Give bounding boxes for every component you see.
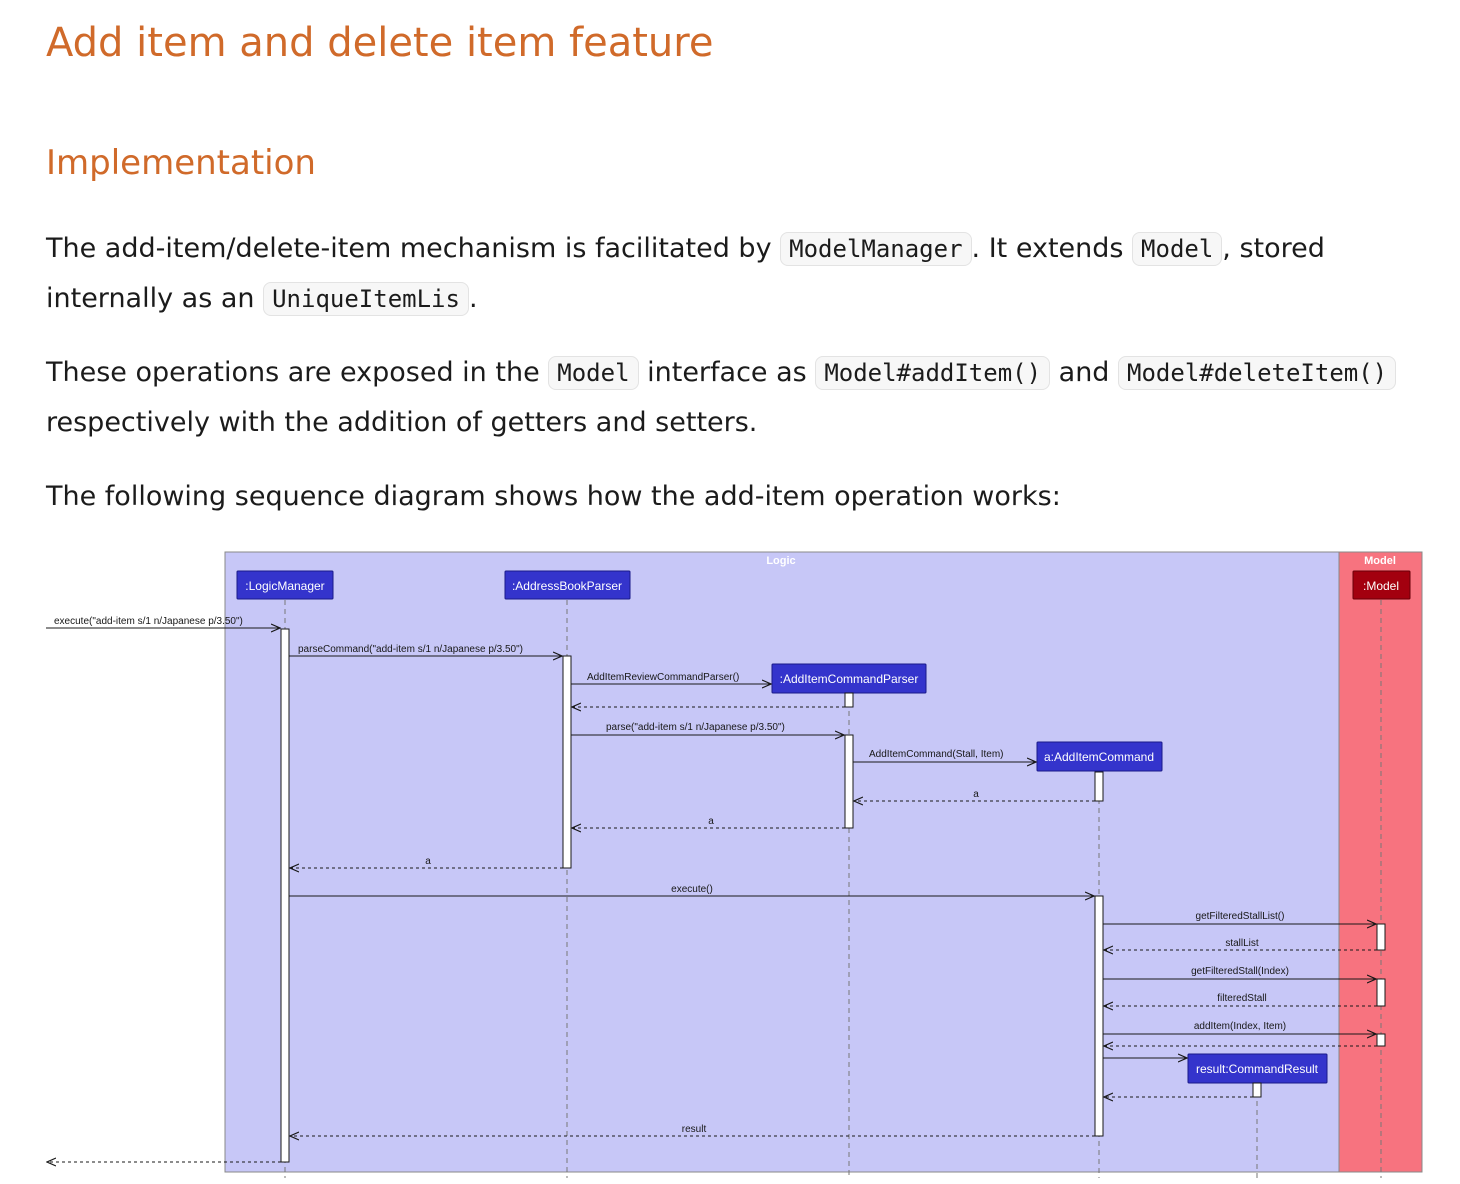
label-parse-command: parseCommand("add-item s/1 n/Japanese p/… (298, 644, 523, 655)
text-span: respectively with the addition of getter… (46, 407, 758, 438)
code-model-deleteitem: Model#deleteItem() (1118, 356, 1397, 390)
activation-parser-2 (844, 734, 854, 829)
activation-addressbookparser (562, 655, 572, 869)
label-parse: parse("add-item s/1 n/Japanese p/3.50") (606, 722, 785, 733)
text-span: and (1050, 357, 1119, 388)
text-span: . (468, 283, 478, 314)
activation-model-3 (1376, 1033, 1386, 1047)
participant-result: result:CommandResult (1196, 1062, 1319, 1076)
logic-group-label: Logic (766, 555, 795, 567)
text-span: The add-item/delete-item mechanism is fa… (46, 233, 781, 264)
paragraph-diagram-intro: The following sequence diagram shows how… (46, 481, 1061, 512)
label-execute: execute() (671, 884, 713, 895)
code-model: Model (1132, 232, 1223, 266)
participant-command: a:AddItemCommand (1044, 750, 1154, 764)
label-add-item: addItem(Index, Item) (1194, 1021, 1286, 1032)
code-model: Model (548, 356, 639, 390)
label-filtered-stall: filteredStall (1217, 993, 1266, 1004)
page-title: Add item and delete item feature (46, 20, 714, 66)
code-uniqueitemlis: UniqueItemLis (263, 282, 469, 316)
activation-command-2 (1094, 895, 1104, 1137)
participant-command-box (1036, 741, 1163, 772)
activation-logicmanager (280, 628, 290, 1163)
activation-result (1252, 1082, 1262, 1098)
text-span: , stored internally as an (46, 233, 1325, 314)
text-span: These operations are exposed in the (46, 357, 549, 388)
activation-command-1 (1094, 771, 1104, 802)
paragraph-mechanism: The add-item/delete-item mechanism is fa… (46, 224, 1426, 324)
participant-logicmanager: :LogicManager (245, 579, 324, 593)
text-span: . It extends (971, 233, 1133, 264)
section-heading-implementation: Implementation (46, 143, 316, 183)
label-get-stall: getFilteredStall(Index) (1191, 966, 1289, 977)
participant-addressbookparser: :AddressBookParser (512, 579, 622, 593)
code-model-additem: Model#addItem() (815, 356, 1051, 390)
label-create-command: AddItemCommand(Stall, Item) (869, 749, 1004, 760)
paragraph-operations: These operations are exposed in the Mode… (46, 348, 1426, 447)
logic-group-box (224, 551, 1340, 1173)
label-execute-call: execute("add-item s/1 n/Japanese p/3.50"… (54, 616, 243, 627)
label-get-stall-list: getFilteredStallList() (1196, 911, 1285, 922)
label-return-a2: a (708, 816, 714, 827)
label-create-parser: AddItemReviewCommandParser() (587, 672, 739, 683)
label-result: result (682, 1124, 707, 1135)
label-stall-list: stallList (1225, 938, 1259, 949)
participant-model: :Model (1363, 579, 1399, 593)
label-return-a3: a (425, 856, 431, 867)
text-span: interface as (638, 357, 816, 388)
participant-parser: :AddItemCommandParser (780, 672, 919, 686)
participant-model-box (1352, 570, 1411, 600)
sequence-diagram: Logic Model :LogicManager :AddressBookPa… (46, 551, 1423, 1178)
activation-parser-1 (844, 692, 854, 708)
participant-addressbookparser-box (504, 570, 631, 600)
code-modelmanager: ModelManager (780, 232, 972, 266)
participant-logicmanager-box (236, 570, 334, 600)
activation-model-1 (1376, 923, 1386, 951)
model-group-label: Model (1364, 555, 1396, 567)
activation-model-2 (1376, 978, 1386, 1007)
label-return-a1: a (973, 789, 979, 800)
